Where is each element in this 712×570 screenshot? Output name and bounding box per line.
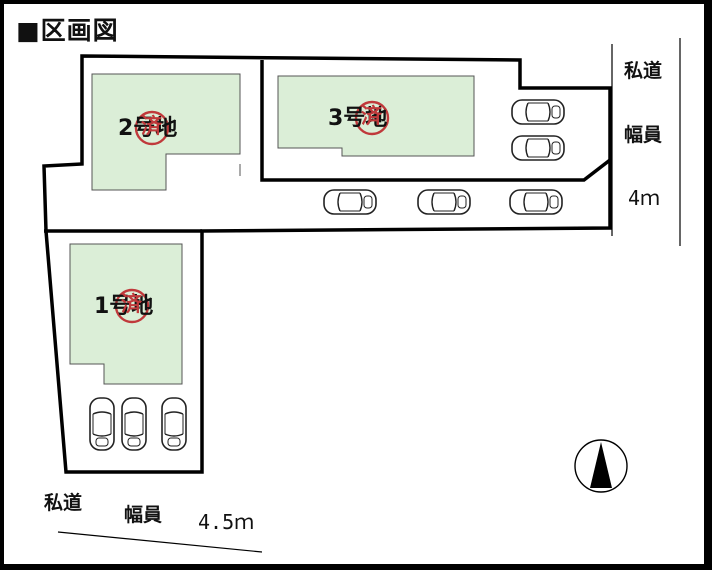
lot-3-boundary bbox=[260, 60, 612, 182]
north-arrow-icon bbox=[574, 439, 628, 493]
road-south-far-line bbox=[57, 531, 263, 553]
lot-2-label: 2号地 bbox=[118, 116, 178, 141]
lot-1-stamp: 済 bbox=[121, 292, 142, 316]
sold-stamp-icon bbox=[354, 100, 390, 136]
car-icon bbox=[161, 397, 187, 451]
site-plan-canvas: ■区画図 bbox=[4, 4, 704, 564]
road-south-width-label: 幅員 bbox=[124, 504, 163, 526]
site-plan-drawing bbox=[42, 38, 681, 553]
road-south-width: 4.5ｍ bbox=[198, 510, 255, 534]
sold-stamp-icon bbox=[134, 110, 170, 146]
car-icon bbox=[121, 397, 147, 451]
building-lot-3 bbox=[277, 75, 475, 157]
road-east-width: 4ｍ bbox=[628, 186, 661, 210]
lot-3-label: 3号地 bbox=[328, 106, 388, 131]
road-south-name: 私道 bbox=[44, 492, 83, 514]
road-east-width-label: 幅員 bbox=[624, 124, 663, 146]
road-east-name: 私道 bbox=[624, 60, 663, 82]
lot-3-stamp: 済 bbox=[361, 104, 382, 128]
diagram-title: ■区画図 bbox=[16, 16, 119, 45]
car-icon bbox=[323, 189, 377, 215]
building-lot-1 bbox=[69, 243, 183, 385]
car-icon bbox=[509, 189, 563, 215]
lot-2-stamp: 済 bbox=[141, 114, 162, 138]
lot-1-label: 1号地 bbox=[94, 294, 154, 319]
car-icon bbox=[89, 397, 115, 451]
car-icon bbox=[511, 135, 565, 161]
car-icon bbox=[511, 99, 565, 125]
sold-stamp-icon bbox=[114, 288, 150, 324]
site-boundary bbox=[42, 54, 612, 474]
building-lot-2 bbox=[91, 73, 241, 191]
car-icon bbox=[417, 189, 471, 215]
